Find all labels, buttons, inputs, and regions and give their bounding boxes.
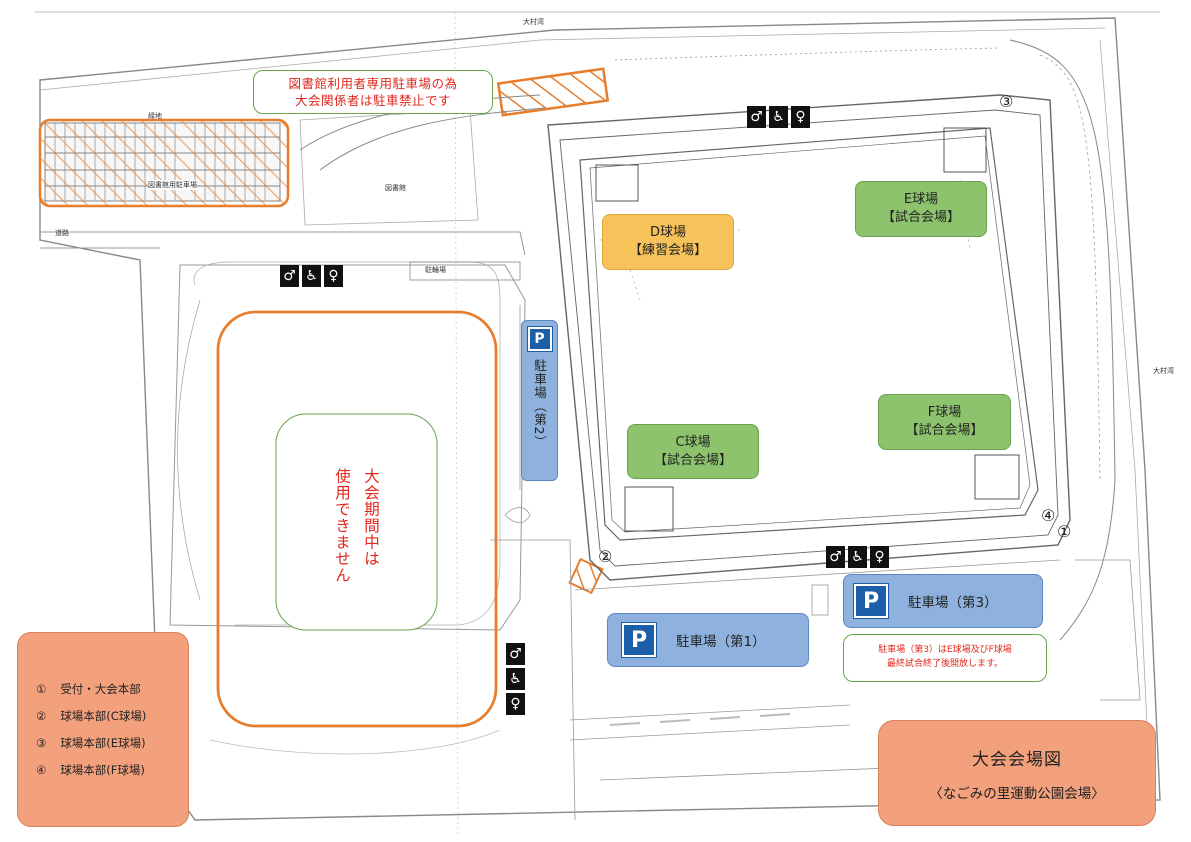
bicycle-parking-label: 駐輪場 — [425, 266, 446, 274]
legend-text: 球場本部(F球場) — [60, 762, 145, 777]
field-f-role: 【試合会場】 — [905, 423, 984, 438]
female-restroom-icon: ♀ — [791, 106, 810, 128]
marker-2: ② — [598, 547, 613, 566]
field-e-tag: E球場 【試合会場】 — [855, 181, 987, 237]
legend-text: 受付・大会本部 — [60, 681, 141, 696]
legend-item: ① 受付・大会本部 — [36, 676, 141, 703]
field-f-name: F球場 — [927, 405, 962, 420]
library-parking-hatched-area — [38, 118, 290, 208]
field-e-name: E球場 — [903, 192, 939, 207]
no-parking-strip-top — [496, 67, 610, 117]
parking-3-tag: P 駐車場（第3） — [843, 574, 1043, 628]
legend-number: ① — [36, 681, 47, 696]
closed-area-text-col2: 使用できません — [333, 468, 351, 584]
restroom-group-vertical: ♂ ♿ ♀ — [506, 643, 525, 715]
notice-line-2: 大会関係者は駐車禁止です — [294, 93, 451, 108]
male-restroom-icon: ♂ — [506, 643, 525, 665]
parking-icon: P — [622, 623, 656, 657]
parking-icon: P — [527, 327, 552, 351]
legend-number: ② — [36, 708, 47, 723]
field-f-tag: F球場 【試合会場】 — [878, 394, 1011, 450]
parking-2-tag: P 駐車場（第2） — [521, 320, 558, 481]
female-restroom-icon: ♀ — [506, 693, 525, 715]
closed-area-text: 大会期間中は 使用できません — [328, 468, 388, 608]
parking-1-label: 駐車場（第1） — [676, 634, 766, 650]
closed-area-outline — [216, 310, 498, 728]
library-label: 図書館 — [385, 184, 406, 192]
parking-3-note-line-1: 駐車場（第3）はE球場及びF球場 — [878, 645, 1012, 655]
parking-2-label: 駐車場（第2） — [532, 359, 547, 449]
library-parking-label: 図書館用駐車場 — [148, 180, 197, 190]
field-c-name: C球場 — [675, 434, 711, 450]
field-c-role: 【試合会場】 — [653, 452, 732, 468]
female-restroom-icon: ♀ — [324, 265, 343, 287]
field-d-tag: D球場 【練習会場】 — [602, 214, 734, 270]
no-parking-strip-small — [568, 557, 604, 595]
marker-4: ④ — [1041, 506, 1056, 525]
parking-3-label: 駐車場（第3） — [908, 595, 998, 611]
legend-item: ② 球場本部(C球場) — [36, 703, 146, 730]
map-subtitle: 〈なごみの里運動公園会場〉 — [929, 785, 1105, 802]
legend-text: 球場本部(E球場) — [60, 735, 146, 750]
legend-text: 球場本部(C球場) — [60, 708, 147, 723]
field-e-role: 【試合会場】 — [881, 210, 960, 225]
right-road-label: 大村湾 — [1153, 367, 1174, 375]
wheelchair-icon: ♿ — [769, 106, 788, 128]
marker-1: ① — [1057, 522, 1072, 541]
top-road-label: 大村湾 — [523, 18, 544, 26]
wheelchair-icon: ♿ — [302, 265, 321, 287]
ryokuchi-label: 緑地 — [148, 112, 162, 120]
closed-area-inner-field — [275, 413, 438, 631]
library-parking-notice: 図書館利用者専用駐車場の為 大会関係者は駐車禁止です — [253, 70, 493, 114]
legend-item: ④ 球場本部(F球場) — [36, 757, 145, 784]
title-box: 大会会場図 〈なごみの里運動公園会場〉 — [878, 720, 1156, 826]
restroom-group-bottom: ♂ ♿ ♀ — [826, 546, 889, 568]
parking-icon: P — [854, 584, 888, 618]
parking-3-note-line-2: 最終試合終了後開放します。 — [886, 659, 1004, 669]
legend-number: ③ — [36, 735, 47, 750]
road-label: 道路 — [55, 229, 69, 237]
field-d-name: D球場 — [649, 225, 686, 240]
legend-item: ③ 球場本部(E球場) — [36, 730, 146, 757]
map-title: 大会会場図 — [972, 749, 1062, 770]
field-d-role: 【練習会場】 — [628, 243, 707, 258]
parking-1-tag: P 駐車場（第1） — [607, 613, 809, 667]
legend-box: ① 受付・大会本部 ② 球場本部(C球場) ③ 球場本部(E球場) ④ 球場本部… — [17, 632, 189, 827]
wheelchair-icon: ♿ — [506, 668, 525, 690]
male-restroom-icon: ♂ — [747, 106, 766, 128]
restroom-group-left: ♂ ♿ ♀ — [280, 265, 343, 287]
closed-area-text-col1: 大会期間中は — [362, 468, 380, 567]
field-c-tag: C球場 【試合会場】 — [627, 424, 759, 479]
parking-3-note: 駐車場（第3）はE球場及びF球場 最終試合終了後開放します。 — [843, 634, 1047, 682]
wheelchair-icon: ♿ — [848, 546, 867, 568]
notice-line-1: 図書館利用者専用駐車場の為 — [288, 76, 458, 91]
male-restroom-icon: ♂ — [826, 546, 845, 568]
restroom-group-top: ♂ ♿ ♀ — [747, 106, 810, 128]
legend-number: ④ — [36, 762, 47, 777]
marker-3: ③ — [999, 92, 1014, 111]
female-restroom-icon: ♀ — [870, 546, 889, 568]
male-restroom-icon: ♂ — [280, 265, 299, 287]
